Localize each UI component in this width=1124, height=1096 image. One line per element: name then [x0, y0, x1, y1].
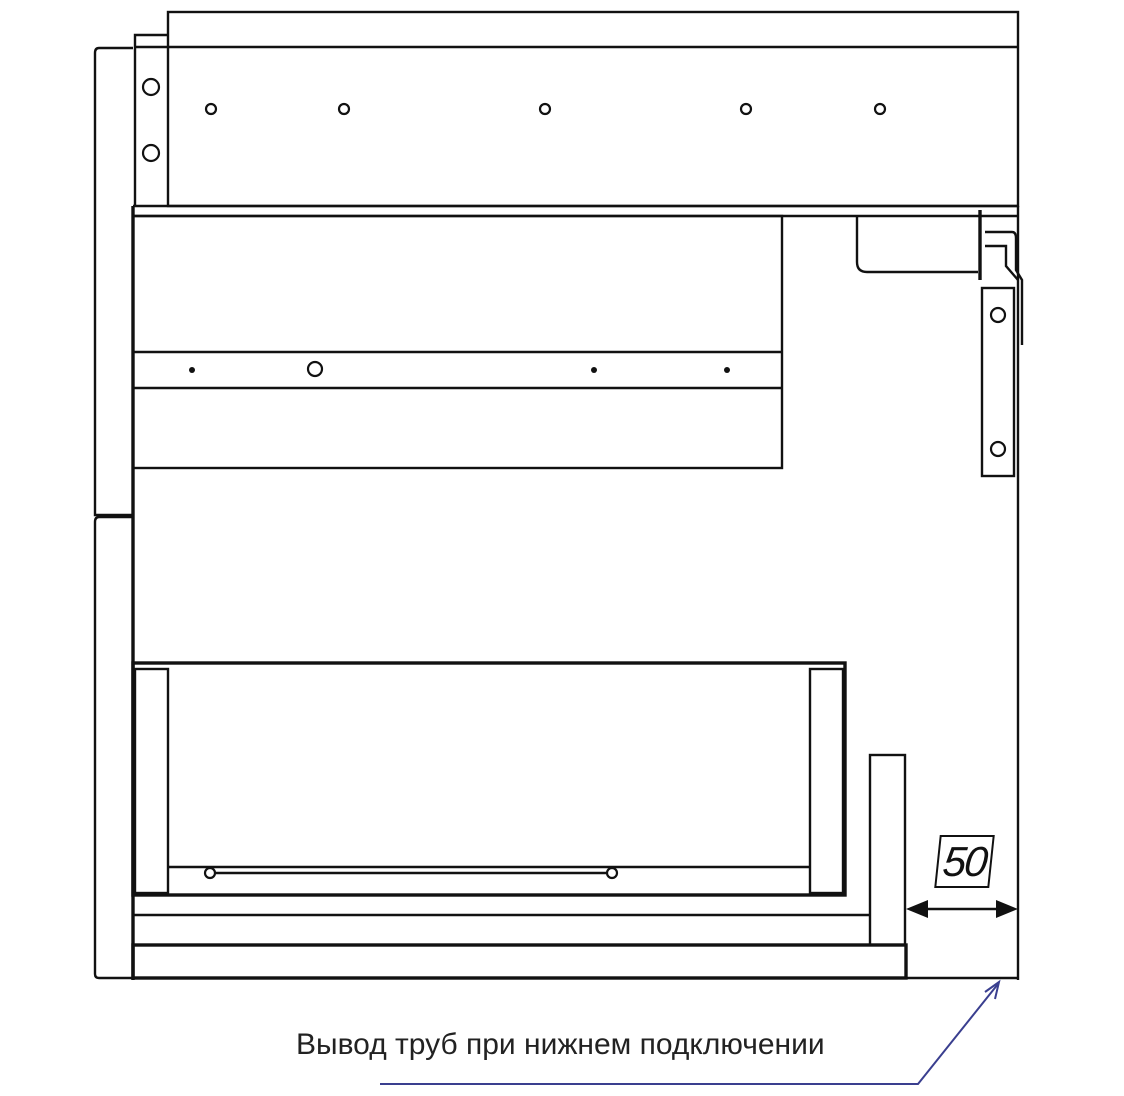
body	[131, 204, 1020, 980]
pipe-outlet-caption: Вывод труб при нижнем подключении	[296, 1028, 825, 1061]
leader-line	[380, 979, 1001, 1085]
dimension-50	[906, 900, 1018, 918]
dimension-label: 50	[934, 835, 995, 888]
hinge-bracket	[855, 210, 1024, 478]
lower-drawer	[131, 661, 908, 980]
top-panel	[133, 10, 1020, 208]
side-panel	[93, 46, 133, 980]
upper-drawer	[131, 214, 784, 470]
